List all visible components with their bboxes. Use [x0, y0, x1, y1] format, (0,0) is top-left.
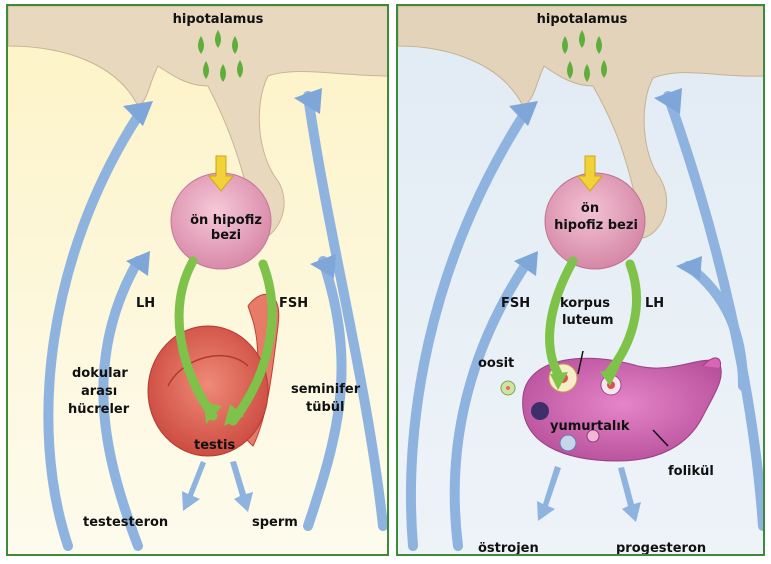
female-panel: hipotalamus ön hipofiz bezi FSH LH korpu… — [396, 4, 765, 556]
lh-label-right: LH — [645, 296, 664, 311]
pituitary-label-line2: bezi — [171, 228, 281, 243]
testis-label: testis — [194, 438, 235, 453]
hypothalamus-label: hipotalamus — [158, 12, 278, 27]
sperm-label: sperm — [252, 515, 298, 530]
interstitial-label-line1: dokular — [72, 366, 128, 381]
progesterone-label: progesteron — [616, 541, 706, 556]
oocyte-label: oosit — [478, 356, 514, 371]
seminiferous-label-line2: tübül — [306, 400, 345, 415]
pituitary-label-right-line2: hipofiz bezi — [531, 218, 661, 233]
fsh-label: FSH — [279, 296, 308, 311]
pituitary-label-line1: ön hipofiz — [171, 213, 281, 228]
corpus-luteum-label-line1: korpus — [560, 296, 610, 311]
seminiferous-label-line1: seminifer — [291, 382, 360, 397]
hypothalamus-label-right: hipotalamus — [522, 12, 642, 27]
interstitial-label-line3: hücreler — [68, 402, 129, 417]
corpus-luteum-label-line2: luteum — [562, 313, 614, 328]
interstitial-label-line2: arası — [81, 384, 117, 399]
follicle-label: folikül — [668, 464, 714, 479]
fsh-label-right: FSH — [501, 296, 530, 311]
male-panel: hipotalamus ön hipofiz bezi LH FSH dokul… — [6, 4, 389, 556]
male-diagram-art — [8, 6, 389, 556]
pituitary-label-right-line1: ön — [555, 201, 625, 216]
estrogen-label: östrojen — [478, 541, 539, 556]
lh-label: LH — [136, 296, 155, 311]
testosterone-label: testesteron — [83, 515, 168, 530]
ovary-label: yumurtalık — [550, 419, 630, 434]
